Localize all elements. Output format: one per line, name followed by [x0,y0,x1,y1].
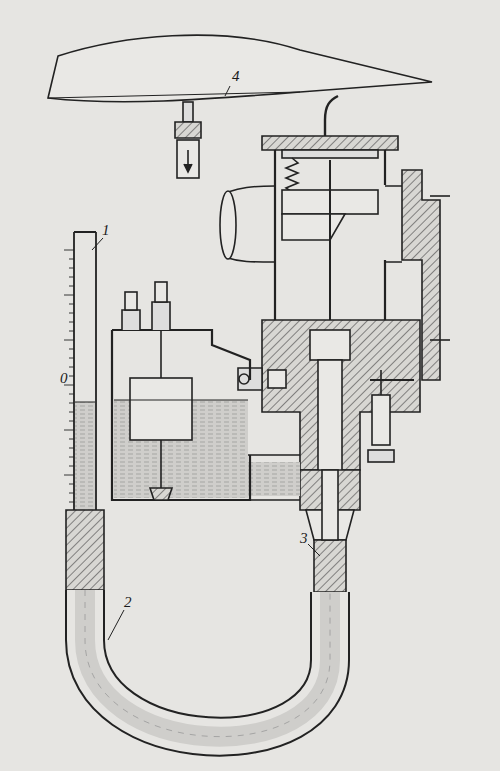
scale-tick [69,412,74,413]
scale-tick [69,439,74,440]
callout-number: 4 [230,68,242,85]
scale-tick [69,313,74,314]
scale-tick [69,448,74,449]
scale-tick [64,340,74,341]
scale-tick [64,295,74,296]
scale-tick [69,268,74,269]
scale-tick [69,394,74,395]
scale-tick [69,466,74,467]
callout-number: 2 [122,594,134,611]
scale-tick [69,331,74,332]
scale-zero: 0 [58,370,70,387]
scale-tick [69,376,74,377]
scale-tick [69,484,74,485]
scale-tick [69,349,74,350]
scale-tick [69,502,74,503]
scale-tick [69,493,74,494]
scale-tick [64,430,74,431]
scale-tick [69,304,74,305]
scale-tick [69,259,74,260]
callout-number: 1 [100,222,112,239]
scale-tick [69,367,74,368]
scale-tick [64,475,74,476]
scale-tick [69,277,74,278]
scale-tick [69,421,74,422]
scale-tick [69,286,74,287]
scale-tick [69,403,74,404]
scale-tick [64,250,74,251]
scale-tick [69,457,74,458]
scale-tick [69,358,74,359]
callout-number: 3 [298,530,310,547]
scale-tick [69,322,74,323]
